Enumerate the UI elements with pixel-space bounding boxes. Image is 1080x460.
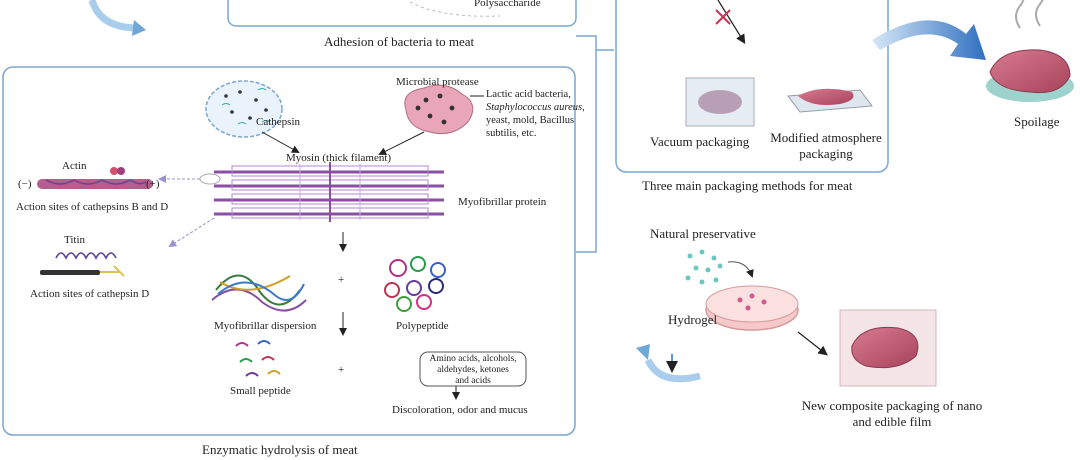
packaging-caption: Three main packaging methods for meat: [642, 178, 853, 193]
products-box: [419, 351, 527, 387]
natural-preservative-label: Natural preservative: [650, 226, 756, 241]
vacuum-label: Vacuum packaging: [650, 134, 750, 149]
actin-minus-end: (−): [18, 178, 32, 190]
titin-sites-label: Action sites of cathepsin D: [30, 288, 150, 300]
adhesion-panel: [227, 0, 577, 27]
small-peptide-icon: [235, 340, 281, 377]
hydrolysis-caption: Enzymatic hydrolysis of meat: [202, 442, 358, 457]
microbial-protease-label: Microbial protease: [396, 76, 479, 88]
microbe-list: Lactic acid bacteria, Staphylococcus aur…: [486, 88, 585, 140]
new-packaging-label: New composite packaging of nano and edib…: [786, 398, 998, 430]
hydrolysis-panel: [2, 66, 576, 436]
spoilage-label: Spoilage: [1014, 114, 1060, 129]
blocked-arrow: [715, 0, 746, 45]
titin-spring: [40, 252, 125, 277]
hydrogel-dish-icon: [705, 285, 799, 331]
myofibrillar-dispersion-label: Myofibrillar dispersion: [214, 320, 317, 332]
cathepsin-cell: [205, 80, 283, 138]
new-packaging-line: and edible film: [852, 414, 932, 429]
cycle-arrow-icon: [636, 344, 701, 383]
actin-sites-label: Action sites of cathepsins B and D: [16, 201, 169, 213]
polypeptide-icon: [384, 256, 446, 312]
hydrogel-label: Hydrogel: [668, 312, 718, 327]
microbial-protease-cell: [404, 84, 474, 135]
plus-sign-2: +: [338, 364, 345, 376]
myofibrillar-protein-label: Myofibrillar protein: [458, 196, 547, 208]
new-packaging-line: New composite packaging of nano: [801, 398, 983, 413]
small-peptide-label: Small peptide: [230, 385, 291, 397]
products-text: Amino acids, alcohols, aldehydes, ketone…: [420, 354, 526, 387]
microbe-line: Staphylococcus aureus,: [486, 102, 585, 113]
plus-sign-1: +: [338, 274, 345, 286]
vacuum-package-icon: [685, 77, 755, 127]
actin-filament: [37, 167, 153, 189]
actin-label: Actin: [62, 160, 87, 172]
spoilage-arrow: [872, 20, 986, 60]
modified-atmosphere-tray-icon: [787, 88, 873, 113]
polysaccharide-label: Polysaccharide: [474, 0, 541, 9]
products-line: and acids: [455, 376, 491, 386]
modified-line: packaging: [799, 146, 853, 161]
microbe-line: subtilis, etc.: [486, 128, 537, 139]
actin-plus-end: (+): [146, 178, 160, 190]
myofibrillar-dispersion-icon: [211, 274, 307, 312]
polypeptide-label: Polypeptide: [396, 320, 449, 332]
products-line: Amino acids, alcohols,: [429, 354, 517, 364]
microbe-line: yeast, mold, Bacillus: [486, 115, 575, 126]
discoloration-label: Discoloration, odor and mucus: [392, 404, 528, 416]
recycle-arrow-icon: [88, 0, 146, 36]
modified-atmosphere-label: Modified atmosphere packaging: [760, 130, 892, 162]
products-line: aldehydes, ketones: [437, 365, 509, 375]
composite-packaging-icon: [839, 309, 937, 387]
packaging-panel: [615, 0, 889, 173]
modified-line: Modified atmosphere: [770, 130, 882, 145]
microbe-line: Lactic acid bacteria,: [486, 89, 571, 100]
adhesion-caption: Adhesion of bacteria to meat: [324, 34, 475, 49]
titin-label: Titin: [64, 234, 86, 246]
cathepsin-label: Cathepsin: [256, 116, 300, 128]
preservative-dots: [685, 249, 723, 285]
myosin-label: Myosin (thick filament): [286, 152, 392, 164]
myofibril-bundle: [214, 162, 444, 222]
spoiled-meat-icon: [986, 0, 1074, 102]
